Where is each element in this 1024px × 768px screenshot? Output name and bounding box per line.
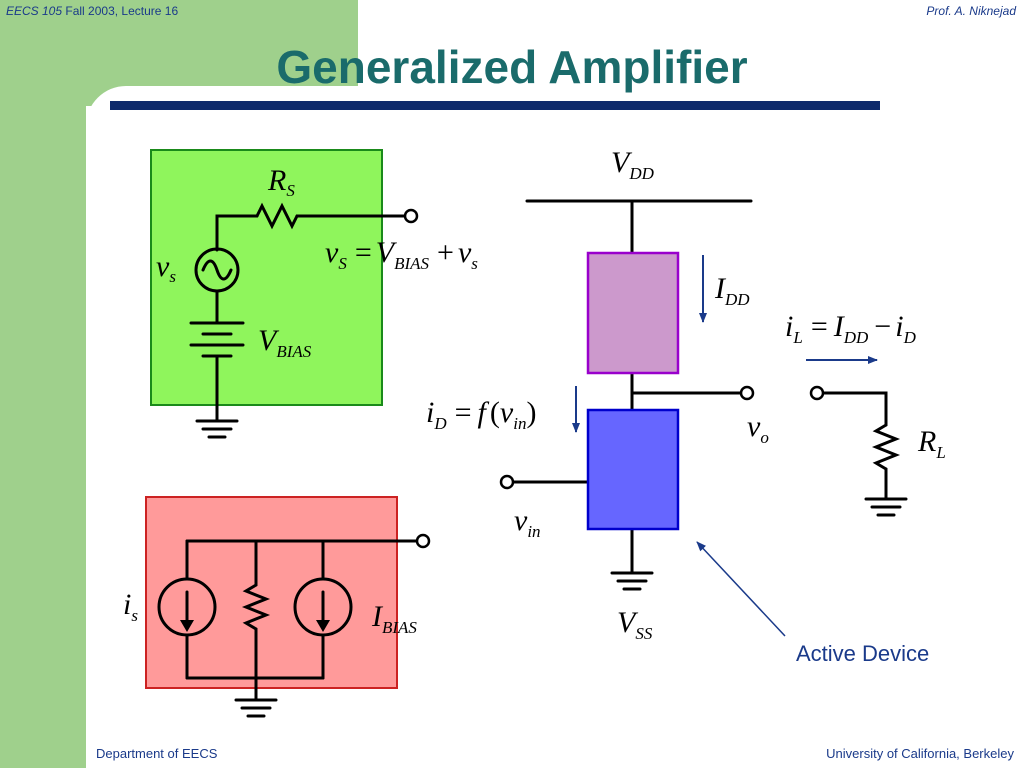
amplifier-core: VDD IDD iD=f(vin) vo vin VSS: [426, 146, 769, 643]
terminal-vin: [499, 474, 515, 490]
label-ibias: IBIAS: [371, 600, 417, 637]
terminal-vo: [739, 385, 755, 401]
page-title: Generalized Amplifier: [276, 41, 748, 93]
arrow-head: [316, 620, 330, 632]
terminal-rl: [809, 385, 825, 401]
footer-department: Department of EECS: [96, 746, 218, 761]
wire: [215, 214, 259, 252]
callout-text: Active Device: [796, 641, 929, 666]
wire: [821, 391, 888, 427]
active-device-block: [586, 408, 680, 531]
thevenin-source: RS vs VBIAS vS=VBIAS+vs: [150, 149, 478, 439]
load-device-block: [586, 251, 680, 375]
resistor-source: [241, 583, 271, 631]
norton-source: is IBIAS: [123, 496, 431, 718]
resistor-rl: [871, 423, 901, 471]
header-author: Prof. A. Niknejad: [926, 4, 1016, 18]
label-rs: RS: [267, 164, 295, 200]
label-idd: IDD: [714, 272, 750, 309]
equation-vs: vS=VBIAS+vs: [325, 236, 478, 273]
arrow-head: [180, 620, 194, 632]
equation-id: iD=f(vin): [426, 396, 536, 433]
terminal-vs: [403, 208, 419, 224]
load-rl: iL=IDD−iD RL: [785, 310, 946, 517]
header-course: EECS 105 Fall 2003, Lecture 16: [6, 4, 178, 18]
left-band: [0, 0, 86, 768]
thevenin-box: [150, 149, 383, 406]
norton-box: [145, 496, 398, 689]
footer-university: University of California, Berkeley: [826, 746, 1014, 761]
label-vbias: VBIAS: [258, 324, 312, 361]
course-term: Fall 2003, Lecture 16: [65, 4, 179, 18]
label-vin: vin: [514, 504, 541, 541]
label-is: is: [123, 588, 138, 625]
sine-wave-icon: [201, 259, 233, 281]
course-code: EECS 105: [6, 4, 63, 18]
label-vs-source: vs: [156, 250, 176, 286]
label-vss: VSS: [617, 606, 653, 643]
label-vo: vo: [747, 410, 769, 447]
terminal-is: [415, 533, 431, 549]
title-rule: [110, 101, 880, 110]
equation-il: iL=IDD−iD: [785, 310, 917, 347]
label-rl: RL: [917, 425, 946, 462]
label-vdd: VDD: [611, 146, 655, 183]
active-device-callout: Active Device: [696, 541, 929, 666]
callout-arrow: [696, 541, 786, 637]
resistor-rs: [255, 202, 299, 230]
